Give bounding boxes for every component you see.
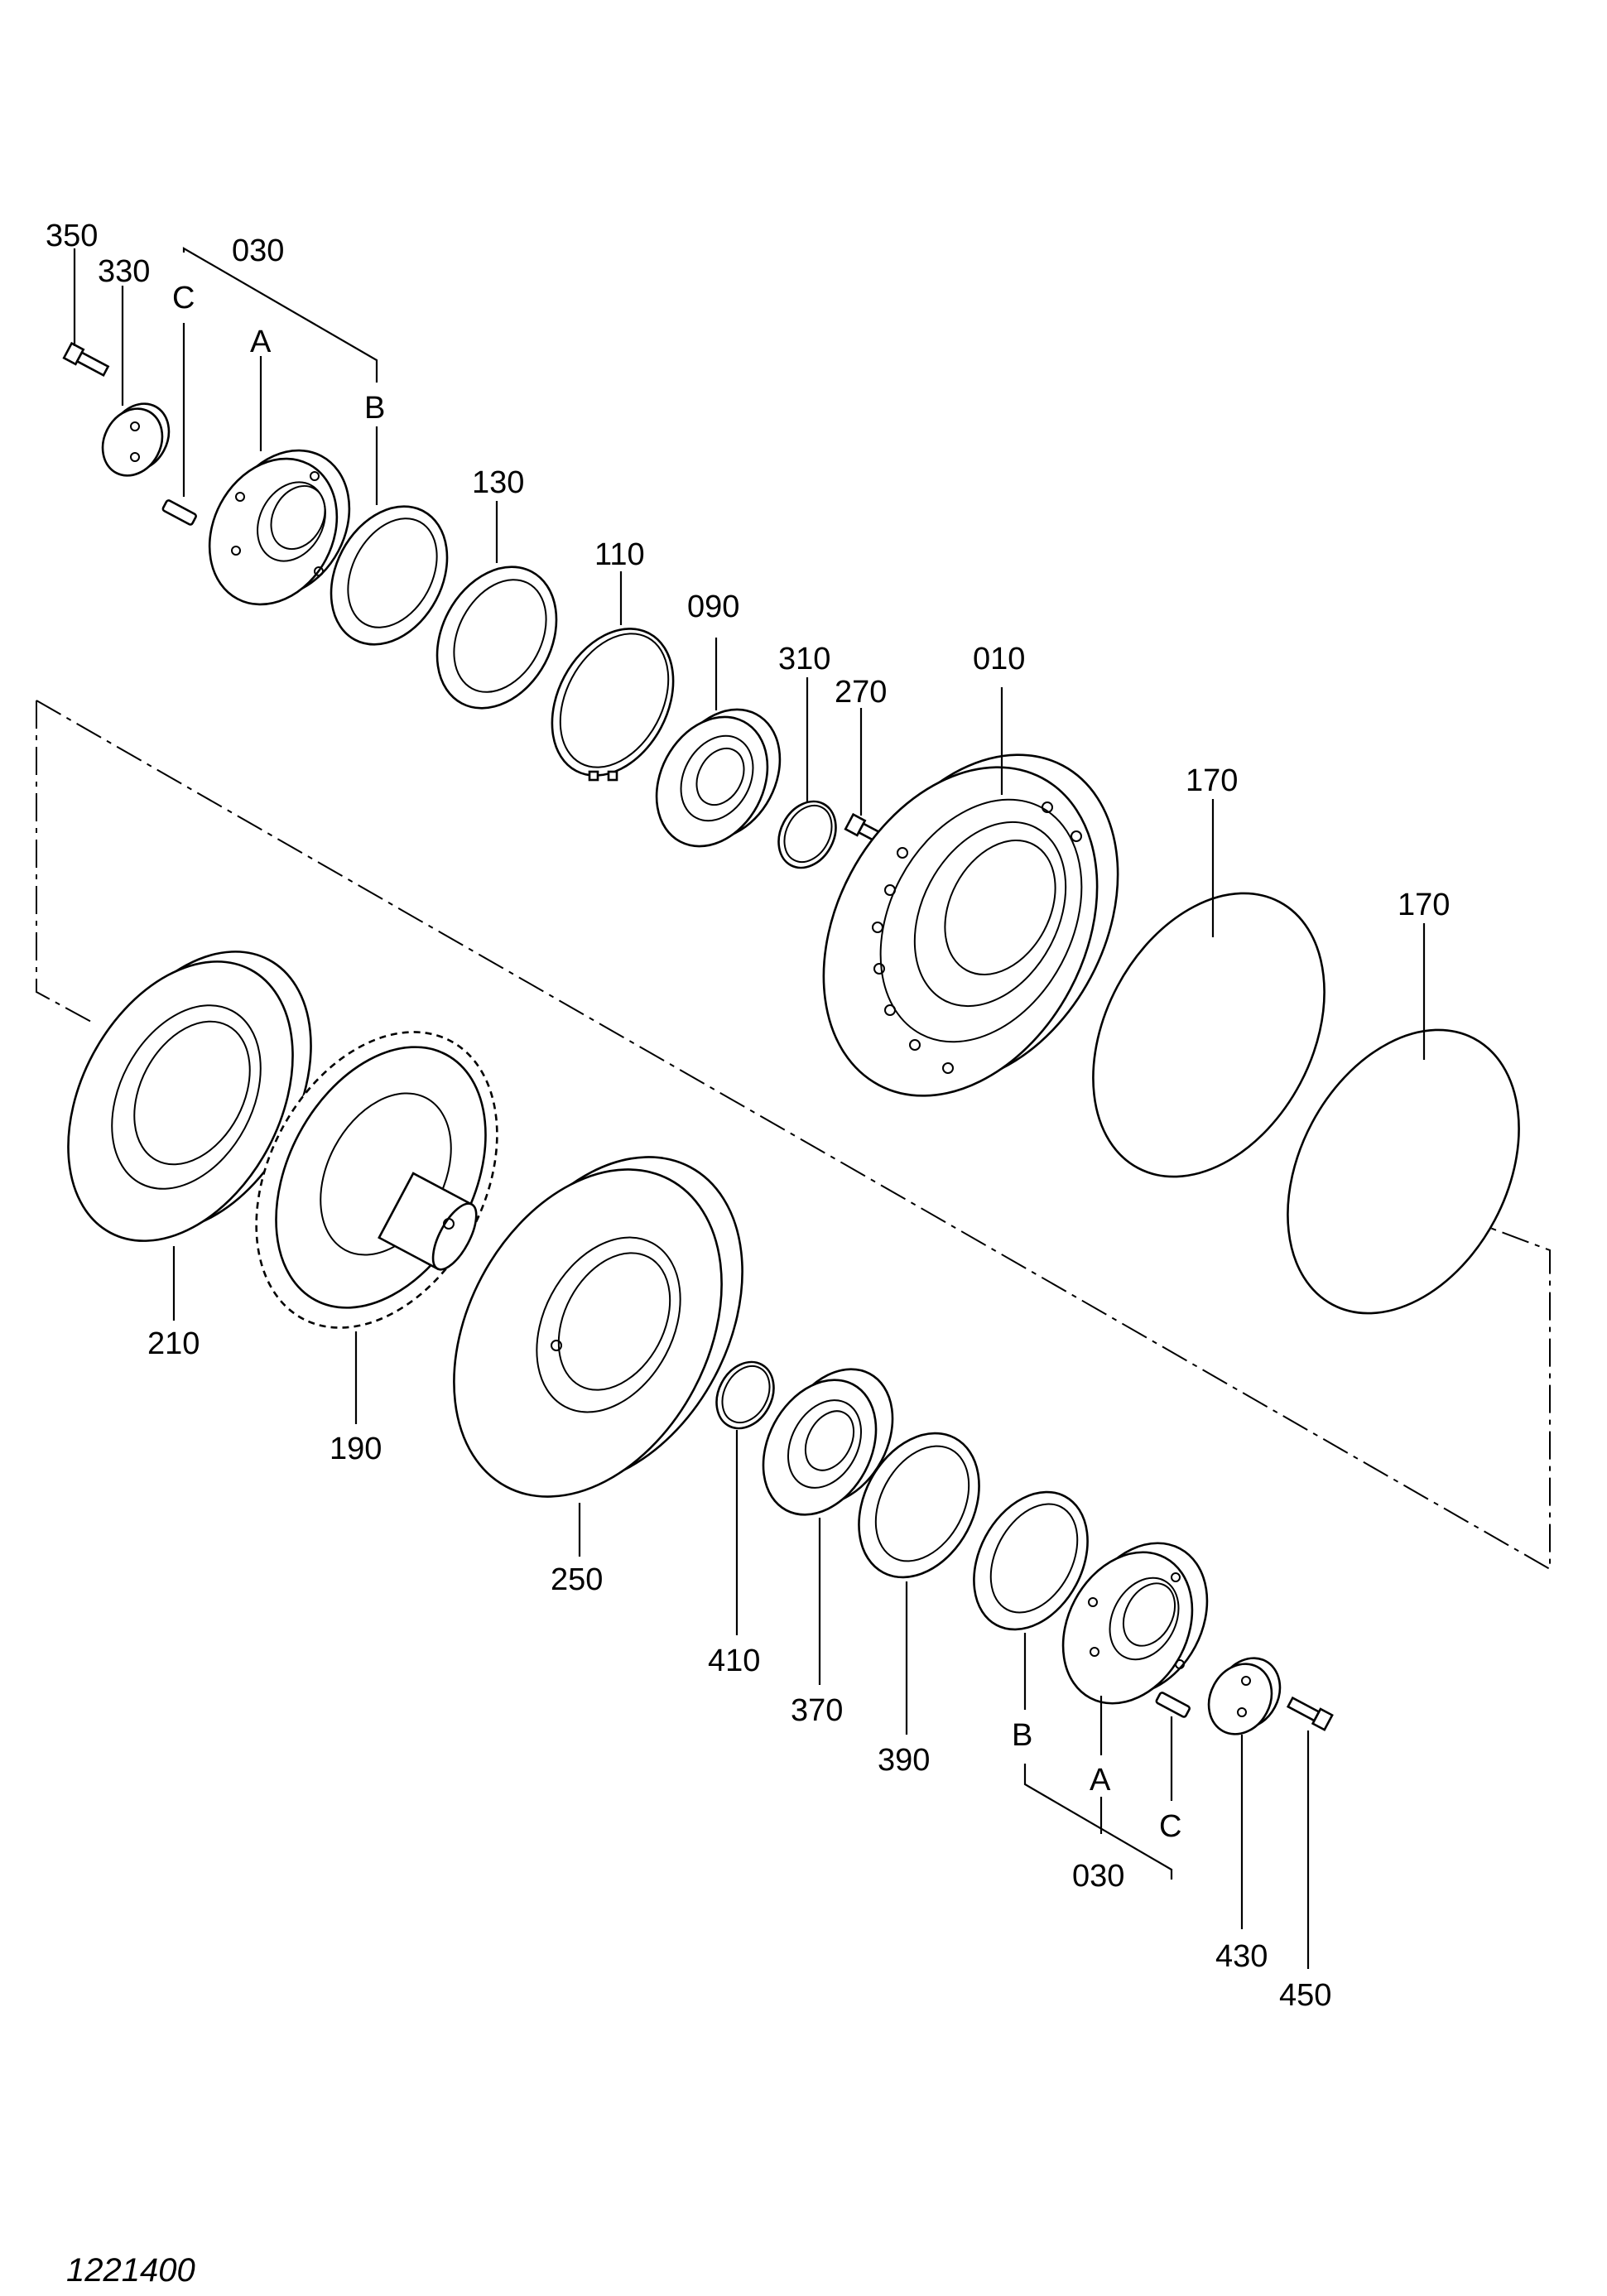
callout-210: 210 xyxy=(147,1326,200,1361)
callout-170-a: 170 xyxy=(1186,763,1238,798)
callout-a-top: A xyxy=(250,325,272,359)
callout-190: 190 xyxy=(330,1432,382,1466)
callout-130: 130 xyxy=(472,465,524,500)
part-seal-ring-upper xyxy=(330,505,449,646)
callout-390: 390 xyxy=(878,1743,930,1778)
figure-number: 1221400 xyxy=(66,2252,195,2289)
part-010-housing xyxy=(822,753,1119,1097)
callout-430: 430 xyxy=(1215,1939,1268,1974)
part-110-snap-ring xyxy=(551,628,675,782)
part-370-bearing xyxy=(762,1368,894,1516)
callout-b-bottom: B xyxy=(1012,1718,1032,1753)
part-210-plate xyxy=(67,951,312,1242)
part-seal-ring-lower xyxy=(973,1490,1089,1631)
callout-b-top: B xyxy=(364,391,385,426)
part-170-o-ring-a xyxy=(1092,892,1326,1178)
assembly-axis-lines xyxy=(36,700,1551,1571)
part-350-bolt xyxy=(62,341,110,377)
part-170-o-ring-b xyxy=(1287,1028,1520,1315)
part-430-cap xyxy=(1207,1657,1282,1735)
part-pin-upper xyxy=(161,499,197,526)
part-250-carrier xyxy=(453,1156,743,1498)
callout-030-bottom: 030 xyxy=(1072,1859,1124,1894)
part-450-bolt xyxy=(1286,1696,1334,1731)
part-130-ring xyxy=(435,566,558,710)
callout-010: 010 xyxy=(973,642,1025,676)
part-310-o-ring xyxy=(777,800,837,869)
callout-270: 270 xyxy=(835,675,887,710)
part-330-cap xyxy=(101,402,171,477)
part-090-bearing xyxy=(655,708,782,848)
part-190-gear xyxy=(255,1031,498,1329)
callout-labels: 350 330 030 C A B 130 110 090 310 270 01… xyxy=(46,219,1450,2013)
callout-410: 410 xyxy=(708,1644,760,1678)
callout-170-b: 170 xyxy=(1398,888,1450,922)
part-030-flange-lower xyxy=(1061,1542,1209,1705)
part-030-flange-upper xyxy=(208,449,351,606)
callout-330: 330 xyxy=(98,254,150,289)
callout-c-bottom: C xyxy=(1159,1809,1181,1844)
callout-c-top: C xyxy=(172,281,195,315)
part-390-ring xyxy=(858,1432,980,1579)
callout-310: 310 xyxy=(778,642,830,676)
callout-030-top: 030 xyxy=(232,233,284,268)
leader-lines xyxy=(73,247,1426,1969)
part-pin-lower xyxy=(1155,1692,1191,1718)
callout-110: 110 xyxy=(594,537,645,572)
callout-350: 350 xyxy=(46,219,98,253)
callout-250: 250 xyxy=(551,1562,603,1597)
part-410-o-ring xyxy=(715,1360,775,1430)
callout-090: 090 xyxy=(687,590,739,624)
callout-a-bottom: A xyxy=(1090,1763,1111,1798)
callout-370: 370 xyxy=(791,1693,843,1728)
callout-450: 450 xyxy=(1279,1978,1331,2013)
